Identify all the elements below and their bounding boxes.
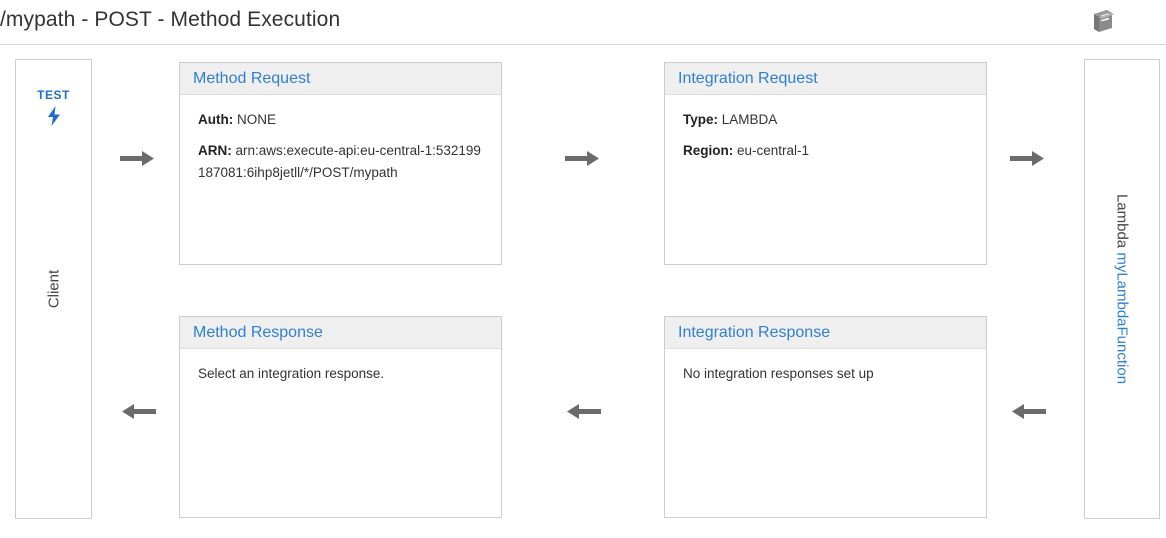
detail-value: NONE xyxy=(237,112,277,127)
arrow-left-icon xyxy=(1010,401,1046,423)
book-icon[interactable] xyxy=(1088,6,1118,36)
page-header: /mypath - POST - Method Execution xyxy=(0,0,1166,45)
integration-response-note: No integration responses set up xyxy=(683,366,874,381)
detail-row-type: Type: LAMBDA xyxy=(683,109,970,131)
detail-key: Region: xyxy=(683,142,734,158)
detail-value: eu-central-1 xyxy=(737,142,810,158)
client-column: TEST Client xyxy=(15,59,92,519)
panel-title-integration-request[interactable]: Integration Request xyxy=(678,69,818,87)
detail-value: arn:aws:execute-api:eu-central-1:5321991… xyxy=(198,142,481,180)
panel-integration-request: Integration Request Type: LAMBDA Region:… xyxy=(664,62,987,265)
lambda-function-link[interactable]: myLambdaFunction xyxy=(1113,252,1131,385)
lambda-prefix: Lambda xyxy=(1113,193,1131,253)
detail-key: ARN: xyxy=(198,142,232,158)
lambda-column: Lambda myLambdaFunction xyxy=(1084,59,1160,519)
panel-header: Method Request xyxy=(180,63,501,95)
detail-row-region: Region: eu-central-1 xyxy=(683,140,970,162)
page-title: /mypath - POST - Method Execution xyxy=(0,8,341,31)
detail-key: Type: xyxy=(683,112,719,127)
method-response-note: Select an integration response. xyxy=(198,366,385,381)
test-button[interactable]: TEST xyxy=(16,88,91,131)
test-label: TEST xyxy=(37,88,70,102)
detail-value: LAMBDA xyxy=(721,112,778,127)
client-label: Client xyxy=(45,269,62,309)
panel-body: Type: LAMBDA Region: eu-central-1 xyxy=(665,95,986,162)
panel-header: Method Response xyxy=(180,317,501,349)
panel-body: Select an integration response. xyxy=(180,349,501,385)
arrow-right-icon xyxy=(120,148,156,170)
arrow-left-icon xyxy=(565,401,601,423)
panel-title-method-response[interactable]: Method Response xyxy=(193,323,323,341)
panel-method-request: Method Request Auth: NONE ARN: arn:aws:e… xyxy=(179,62,502,265)
panel-header: Integration Request xyxy=(665,63,986,95)
detail-row-auth: Auth: NONE xyxy=(198,109,485,131)
arrow-right-icon xyxy=(1010,148,1046,170)
panel-body: Auth: NONE ARN: arn:aws:execute-api:eu-c… xyxy=(180,95,501,184)
detail-key: Auth: xyxy=(198,112,234,127)
panel-body: No integration responses set up xyxy=(665,349,986,385)
panel-title-integration-response[interactable]: Integration Response xyxy=(678,323,831,341)
panel-method-response: Method Response Select an integration re… xyxy=(179,316,502,518)
arrow-right-icon xyxy=(565,148,601,170)
lightning-bolt-icon xyxy=(16,105,91,131)
lambda-label: Lambda myLambdaFunction xyxy=(1114,194,1131,384)
panel-integration-response: Integration Response No integration resp… xyxy=(664,316,987,518)
detail-row-arn: ARN: arn:aws:execute-api:eu-central-1:53… xyxy=(198,140,485,184)
arrow-left-icon xyxy=(120,401,156,423)
panel-title-method-request[interactable]: Method Request xyxy=(193,69,311,87)
panel-header: Integration Response xyxy=(665,317,986,349)
